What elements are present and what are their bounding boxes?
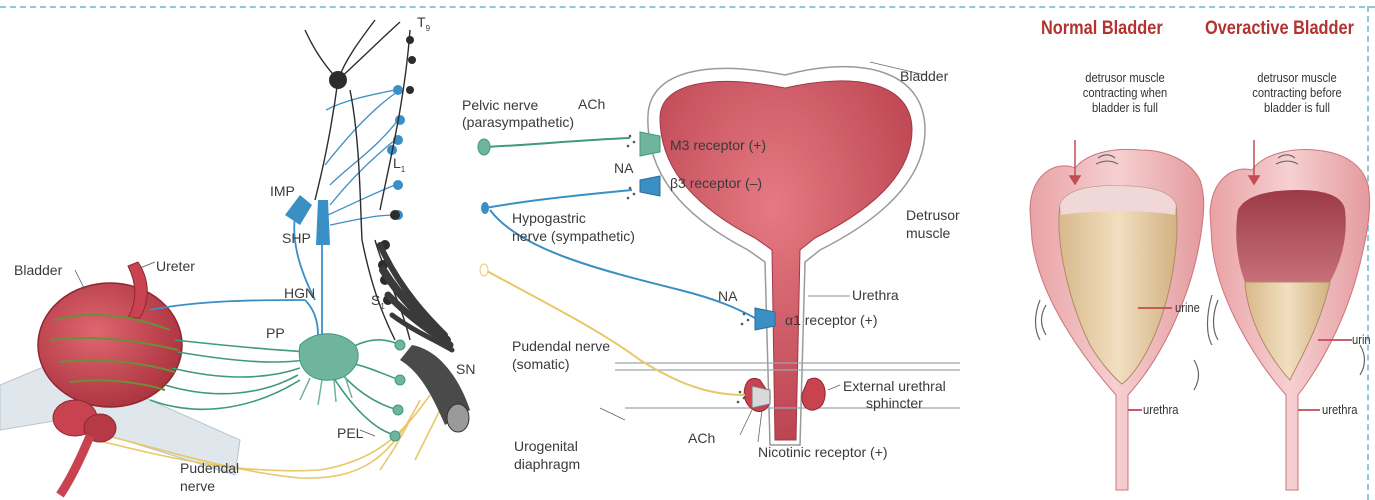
label-urine-cut: urin [1352,332,1371,347]
normal-bladder-shape [1030,149,1204,490]
label-urethra-right: urethra [1322,402,1357,417]
overactive-bladder-description: detrusor muscle contracting before bladd… [1233,70,1362,115]
normal-bladder-description: detrusor muscle contracting when bladder… [1061,70,1190,115]
label-urine: urine [1175,300,1200,315]
overactive-bladder-shape [1210,150,1370,490]
normal-bladder-title: Normal Bladder [1041,18,1163,40]
label-urethra-left: urethra [1143,402,1178,417]
overactive-bladder-title: Overactive Bladder [1205,18,1354,40]
